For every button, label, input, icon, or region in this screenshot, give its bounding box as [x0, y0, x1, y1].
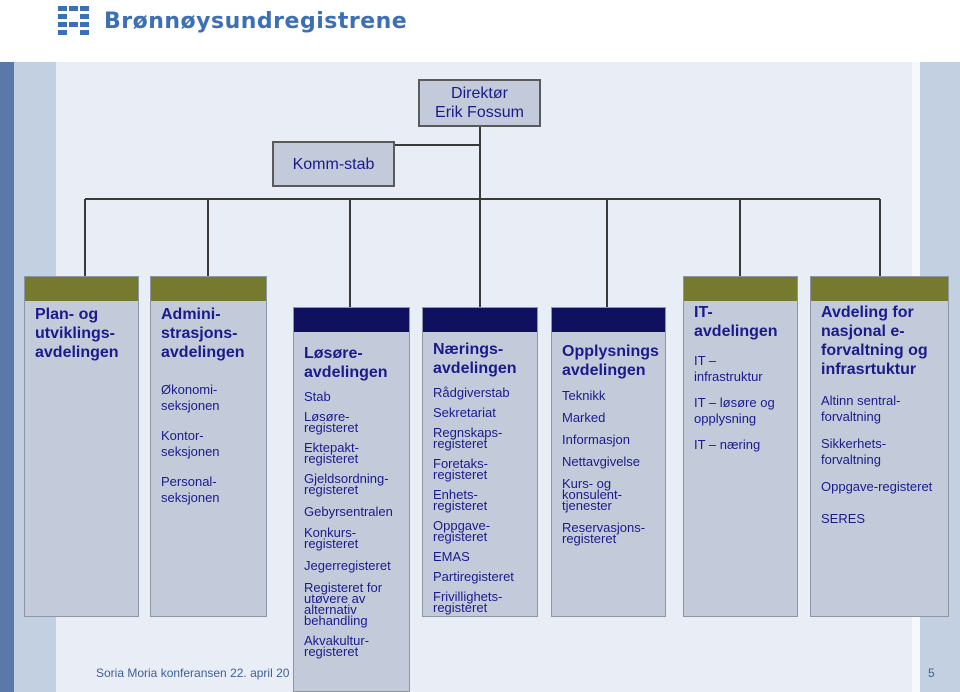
unit-item: Sekretariat [433, 405, 496, 420]
department-title: Avdeling for nasjonal e- forvaltning og … [821, 304, 928, 378]
unit-item: Informasjon [562, 432, 630, 447]
unit-item: Sikkerhets- forvaltning [821, 436, 887, 467]
brand-name: Brønnøysundregistrene [104, 8, 408, 34]
unit-item: EMAS [433, 549, 470, 564]
department-header [151, 277, 266, 301]
unit-item: Teknikk [562, 388, 606, 403]
unit-item: Akvakultur- registeret [304, 633, 370, 659]
department-administration: Admini- strasjons- avdelingen Økonomi- s… [150, 276, 267, 617]
staff-label: Komm-stab [292, 155, 375, 173]
department-losore: Løsøre- avdelingen Stab Løsøre- register… [293, 307, 410, 692]
department-title: Løsøre- avdelingen [304, 345, 388, 381]
staff-box: Komm-stab [272, 141, 395, 187]
left-decor-strip [0, 62, 14, 692]
unit-item: IT – infrastruktur [694, 353, 763, 384]
unit-item: Oppgave-registeret [821, 479, 933, 494]
unit-item: Altinn sentral- forvaltning [821, 393, 901, 424]
department-title: Nærings- avdelingen [433, 341, 517, 377]
department-items: IT – infrastruktur IT – løsøre og opplys… [694, 353, 787, 453]
unit-item: Foretaks- registeret [433, 456, 488, 482]
unit-item: Løsøre- registeret [304, 409, 359, 435]
department-items: Økonomi- seksjonen Kontor- seksjonen Per… [161, 382, 256, 506]
brand-logo: Brønnøysundregistrene [58, 6, 407, 36]
unit-item: Konkurs- registeret [304, 525, 359, 551]
department-it: IT- avdelingen IT – infrastruktur IT – l… [683, 276, 798, 617]
unit-item: Nettavgivelse [562, 454, 641, 469]
unit-item: Oppgave- registeret [433, 518, 491, 544]
unit-item: SERES [821, 511, 866, 526]
department-header [294, 308, 409, 332]
director-box: Direktør Erik Fossum [418, 79, 541, 127]
unit-item: Ektepakt- registeret [304, 440, 359, 466]
department-title: Plan- og utviklings- avdelingen [35, 306, 119, 361]
logo-grid-icon [58, 6, 94, 36]
department-header [25, 277, 138, 301]
unit-item: Økonomi- seksjonen [161, 382, 220, 413]
department-e-forvaltning: Avdeling for nasjonal e- forvaltning og … [810, 276, 949, 617]
unit-item: Stab [304, 389, 331, 404]
unit-item: Rådgiverstab [433, 385, 510, 400]
department-items: Stab Løsøre- registeret Ektepakt- regist… [304, 389, 399, 659]
department-items: Teknikk Marked Informasjon Nettavgivelse… [562, 388, 655, 546]
department-title: IT- avdelingen [694, 304, 778, 340]
department-title: Admini- strasjons- avdelingen [161, 306, 245, 361]
unit-item: IT – løsøre og opplysning [694, 395, 775, 426]
department-naering: Nærings- avdelingen Rådgiverstab Sekreta… [422, 307, 538, 617]
unit-item: Gjeldsordning- registeret [304, 471, 389, 497]
department-header [684, 277, 797, 301]
department-header [552, 308, 665, 332]
unit-item: Jegerregisteret [304, 558, 391, 573]
unit-item: Registeret for utøvere av alternativ beh… [304, 580, 383, 628]
unit-item: Kurs- og konsulent- tjenester [562, 476, 622, 513]
page-number: 5 [928, 666, 935, 680]
department-header [423, 308, 537, 332]
unit-item: Frivillighets- registeret [433, 589, 503, 615]
footer-text: Soria Moria konferansen 22. april 20 [96, 666, 290, 680]
unit-item: Marked [562, 410, 606, 425]
department-title: Opplysnings avdelingen [562, 343, 659, 379]
unit-item: Enhets- registeret [433, 487, 488, 513]
director-title: Direktør [451, 85, 508, 102]
unit-item: Partiregisteret [433, 569, 514, 584]
department-header [811, 277, 948, 301]
department-items: Rådgiverstab Sekretariat Regnskaps- regi… [433, 385, 527, 615]
director-name: Erik Fossum [435, 104, 524, 121]
unit-item: IT – næring [694, 437, 761, 452]
department-plan: Plan- og utviklings- avdelingen [24, 276, 139, 617]
department-opplysning: Opplysnings avdelingen Teknikk Marked In… [551, 307, 666, 617]
unit-item: Regnskaps- registeret [433, 425, 503, 451]
unit-item: Gebyrsentralen [304, 504, 393, 519]
unit-item: Reservasjons- registeret [562, 520, 646, 546]
department-items: Altinn sentral- forvaltning Sikkerhets- … [821, 393, 938, 527]
unit-item: Personal- seksjonen [161, 474, 220, 505]
unit-item: Kontor- seksjonen [161, 428, 220, 459]
